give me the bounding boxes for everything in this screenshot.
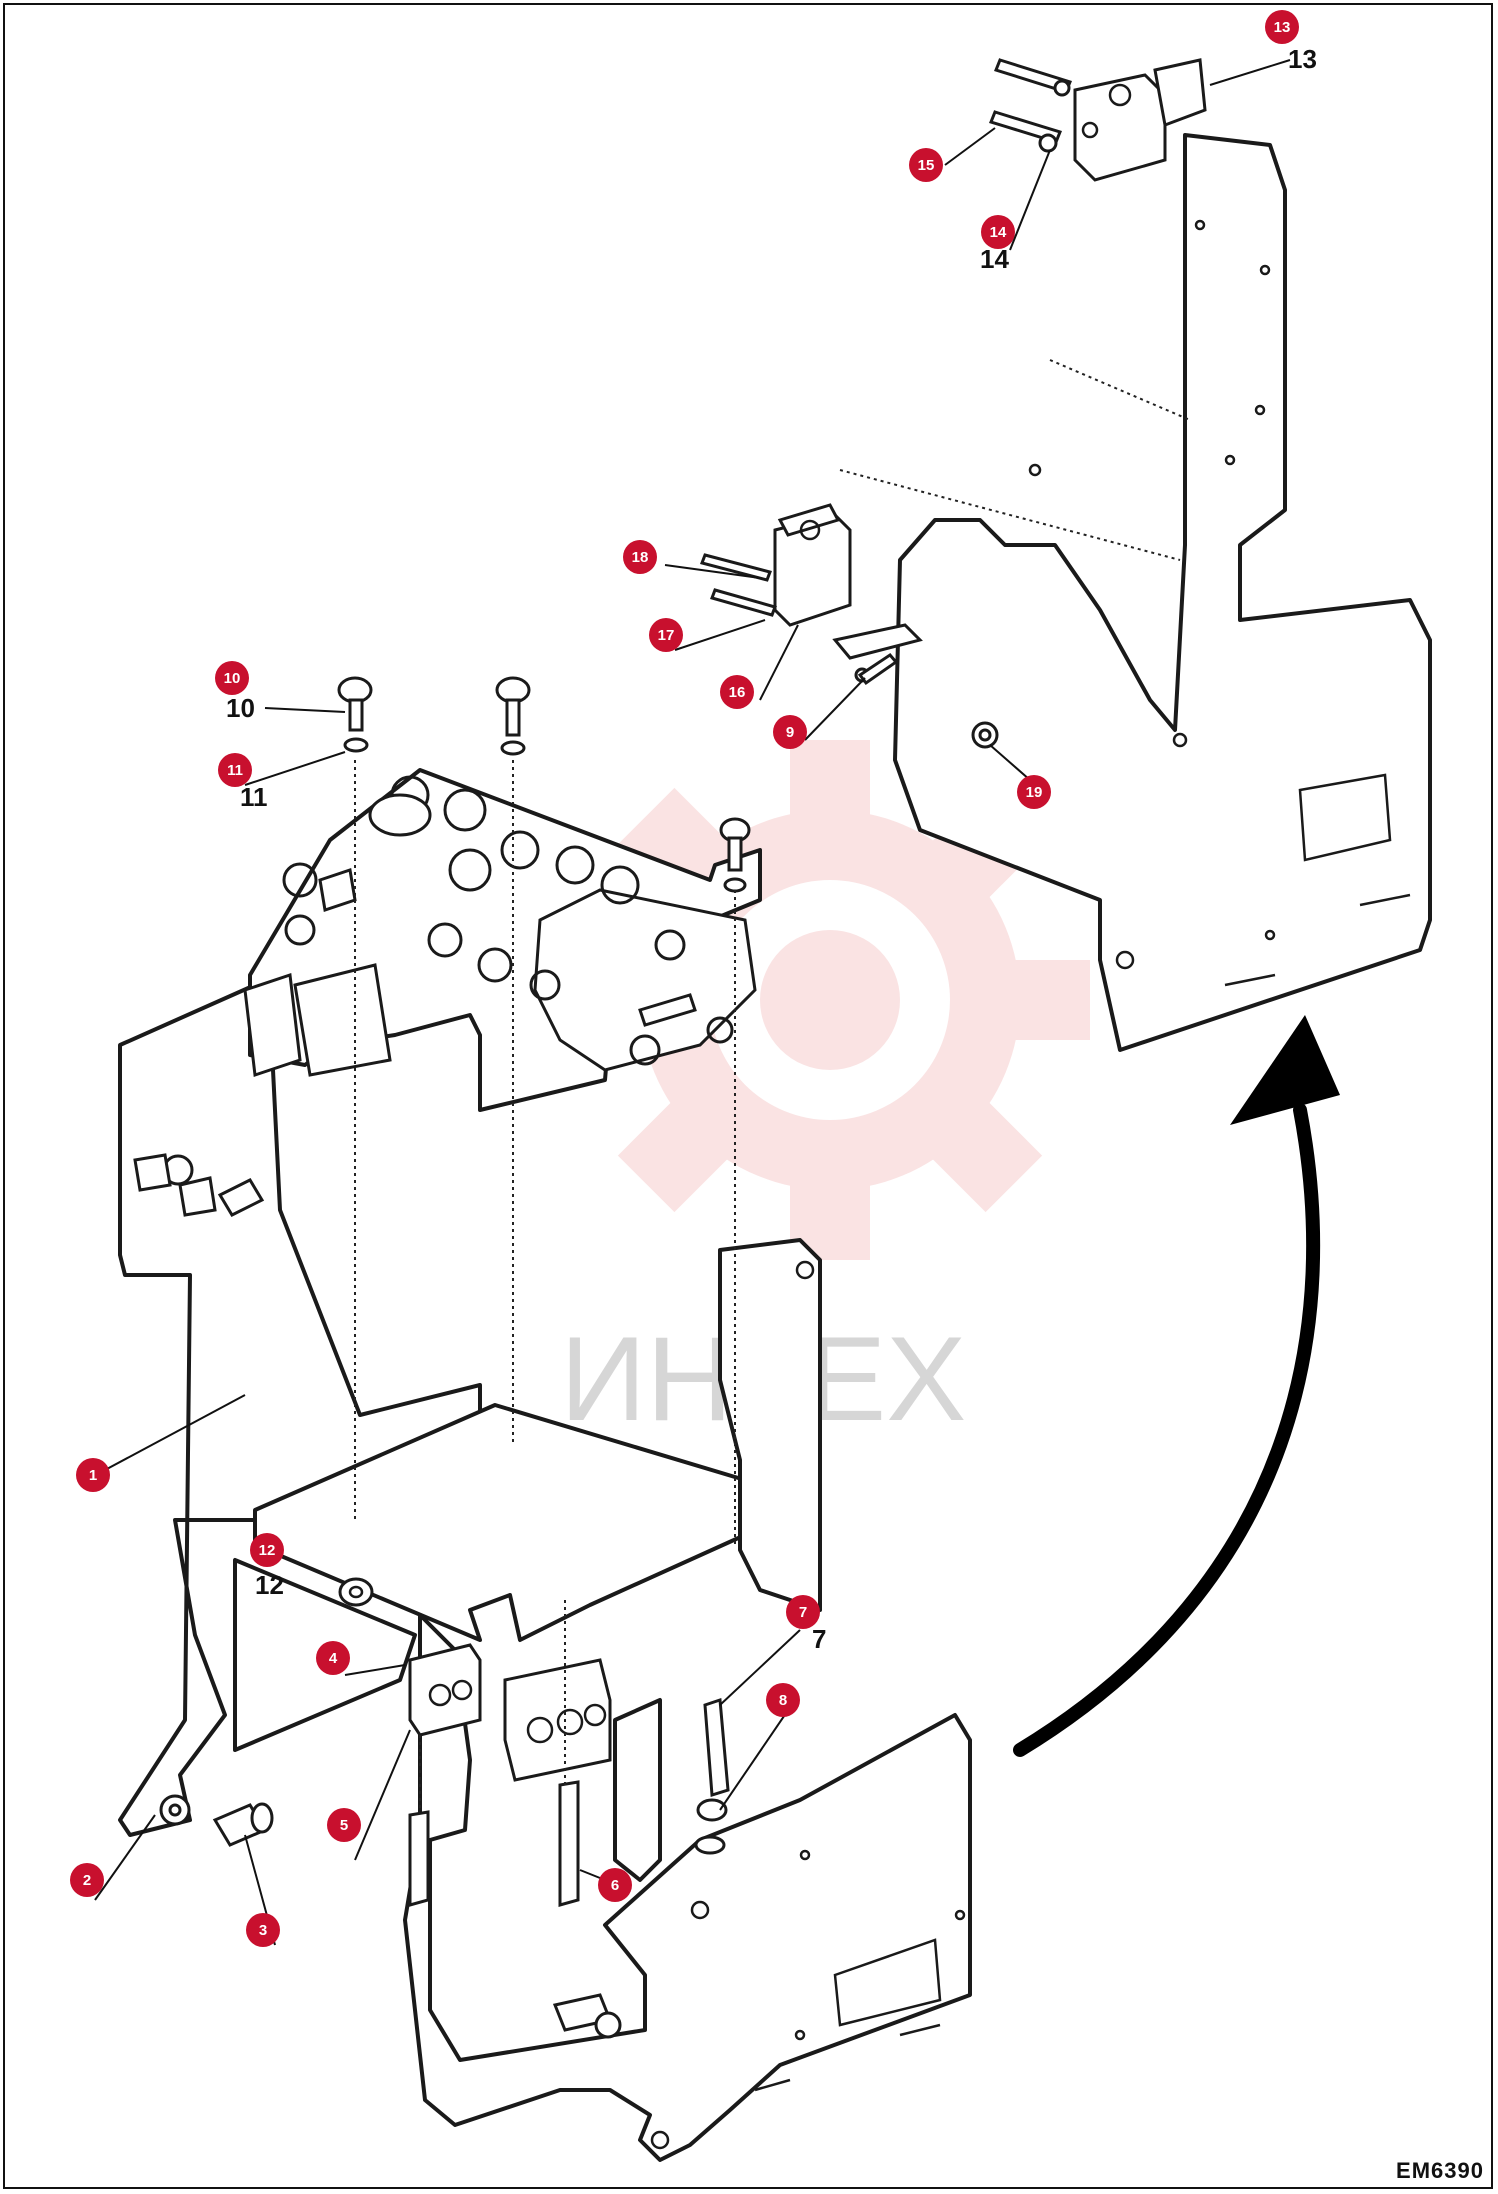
callout-12: 12: [250, 1533, 284, 1567]
assembly-lines: [354, 760, 736, 1810]
upper-valve-block: [1073, 58, 1207, 182]
callout-8: 8: [766, 1683, 800, 1717]
svg-text:17: 17: [658, 627, 675, 644]
callout-16: 16: [720, 675, 754, 709]
svg-text:4: 4: [329, 1650, 338, 1667]
part-label-14: 14: [980, 244, 1009, 274]
callout-14: 14: [981, 215, 1015, 249]
callout-10: 10: [215, 661, 249, 695]
svg-text:19: 19: [1026, 784, 1043, 801]
svg-text:9: 9: [786, 724, 794, 741]
part-label-12: 12: [255, 1570, 284, 1600]
rotation-arrow: [1013, 1103, 1321, 1757]
svg-text:12: 12: [259, 1542, 276, 1559]
lower-frame-assembly: [118, 983, 972, 2162]
callout-2: 2: [70, 1863, 104, 1897]
svg-text:14: 14: [990, 224, 1007, 241]
svg-text:10: 10: [224, 670, 241, 687]
callout-5: 5: [327, 1808, 361, 1842]
svg-text:3: 3: [259, 1922, 267, 1939]
svg-text:15: 15: [918, 157, 935, 174]
callout-9: 9: [773, 715, 807, 749]
svg-text:2: 2: [83, 1872, 91, 1889]
control-valve-stack: [243, 768, 762, 1112]
callout-17: 17: [649, 618, 683, 652]
part-label-7: 7: [812, 1624, 826, 1654]
svg-text:18: 18: [632, 549, 649, 566]
leader-lines: [94, 59, 1291, 1946]
part-label-13: 13: [1288, 44, 1317, 74]
upper-bracket-assembly: [700, 58, 1432, 1052]
svg-text:5: 5: [340, 1817, 348, 1834]
spring-part: [703, 1697, 730, 1797]
callout-7: 7: [786, 1595, 820, 1629]
svg-text:11: 11: [227, 762, 243, 779]
callout-15: 15: [909, 148, 943, 182]
part-label-11: 11: [240, 782, 268, 812]
upper-bolts: [989, 58, 1072, 153]
svg-text:6: 6: [611, 1877, 619, 1894]
callout-4: 4: [316, 1641, 350, 1675]
callout-13: 13: [1265, 10, 1299, 44]
svg-text:8: 8: [779, 1692, 787, 1709]
svg-text:13: 13: [1274, 19, 1291, 36]
svg-text:1: 1: [89, 1467, 97, 1484]
part-label-10: 10: [226, 693, 255, 723]
arrow-head: [1230, 1015, 1340, 1125]
middle-valve: [700, 503, 923, 683]
manifold-blocks: [408, 1643, 612, 1782]
callout-1: 1: [76, 1458, 110, 1492]
callout-18: 18: [623, 540, 657, 574]
callout-6: 6: [598, 1868, 632, 1902]
svg-text:7: 7: [799, 1604, 807, 1621]
callout-19: 19: [1017, 775, 1051, 809]
top-bolts: [337, 676, 751, 893]
callout-11: 11: [218, 753, 252, 787]
fittings-lower: [133, 1153, 274, 1847]
callout-3: 3: [246, 1913, 280, 1947]
drawing-code: EM6390: [1396, 2158, 1484, 2183]
svg-text:16: 16: [729, 684, 746, 701]
